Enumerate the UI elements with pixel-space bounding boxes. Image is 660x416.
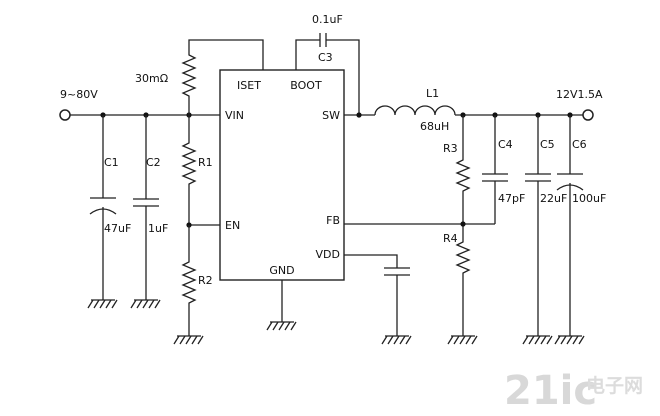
c3-value: 0.1uF xyxy=(312,13,343,26)
pin-label-gnd: GND xyxy=(269,264,294,277)
watermark-logo: 21ic xyxy=(504,368,597,414)
l1-name: L1 xyxy=(426,87,439,100)
l1-value: 68uH xyxy=(420,120,449,133)
ground-symbol xyxy=(522,335,553,345)
capacitor-c4 xyxy=(482,115,508,224)
output-label: 12V1.5A xyxy=(556,88,603,101)
pin-label-iset: ISET xyxy=(237,79,261,92)
junction-node xyxy=(460,221,466,227)
watermark-text: 电子网 xyxy=(586,374,643,397)
r2-name: R2 xyxy=(198,274,213,287)
pin-label-vin: VIN xyxy=(225,109,244,122)
input-voltage-label: 9~80V xyxy=(60,88,98,101)
junction-node xyxy=(356,112,362,118)
ground-symbol xyxy=(266,321,297,331)
r1-name: R1 xyxy=(198,156,213,169)
ground-symbol xyxy=(554,335,585,345)
pin-label-vdd: VDD xyxy=(316,248,340,261)
c5-value: 22uF xyxy=(540,192,567,205)
c6-name: C6 xyxy=(572,138,587,151)
pin-label-en: EN xyxy=(225,219,240,232)
capacitor-vdd xyxy=(344,254,410,336)
watermark: 21ic 电子网 xyxy=(504,368,643,414)
ground-symbol xyxy=(87,299,118,309)
resistor-r3 xyxy=(455,115,471,224)
output-terminal xyxy=(582,109,594,121)
c2-value: 1uF xyxy=(148,222,168,235)
c1-value: 47uF xyxy=(104,222,131,235)
c4-name: C4 xyxy=(498,138,513,151)
inductor-l1 xyxy=(374,105,456,116)
input-terminal xyxy=(59,109,71,121)
capacitor-c6 xyxy=(556,115,584,336)
capacitor-c3 xyxy=(295,33,360,115)
ground-symbol xyxy=(130,299,161,309)
rsense-value: 30mΩ xyxy=(135,72,168,85)
sense-resistor xyxy=(181,39,264,115)
resistor-r1 xyxy=(181,115,197,225)
pin-label-fb: FB xyxy=(326,214,340,227)
pin-label-boot: BOOT xyxy=(290,79,322,92)
ground-symbol xyxy=(447,335,478,345)
c6-value: 100uF xyxy=(572,192,606,205)
ground-symbol xyxy=(173,335,204,345)
resistor-r2 xyxy=(181,225,197,336)
c2-name: C2 xyxy=(146,156,161,169)
c4-value: 47pF xyxy=(498,192,525,205)
ic-body xyxy=(219,69,345,281)
ground-symbol xyxy=(381,335,412,345)
r3-name: R3 xyxy=(443,142,458,155)
capacitor-c1 xyxy=(89,115,117,300)
capacitor-c5 xyxy=(525,115,551,336)
c5-name: C5 xyxy=(540,138,555,151)
pin-label-sw: SW xyxy=(322,109,340,122)
r4-name: R4 xyxy=(443,232,458,245)
c1-name: C1 xyxy=(104,156,119,169)
c3-name: C3 xyxy=(318,51,333,64)
resistor-r4 xyxy=(455,224,471,336)
capacitor-c2 xyxy=(133,115,159,300)
